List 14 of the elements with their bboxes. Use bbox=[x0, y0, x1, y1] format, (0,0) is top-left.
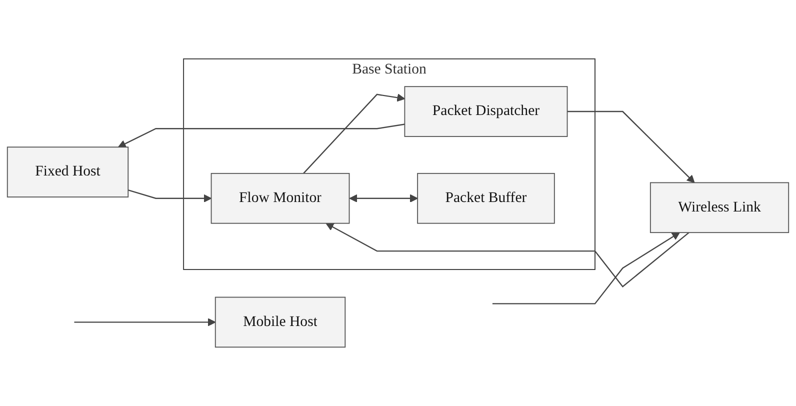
arrow bbox=[118, 124, 405, 148]
arrow bbox=[128, 190, 212, 202]
arrow bbox=[74, 318, 216, 326]
node-box: Mobile Host bbox=[214, 296, 346, 348]
node-box: Wireless Link bbox=[650, 182, 790, 234]
arrow bbox=[326, 222, 690, 288]
arrow bbox=[349, 194, 418, 202]
arrow bbox=[492, 232, 680, 304]
arrow bbox=[567, 110, 695, 184]
arrow bbox=[303, 94, 406, 174]
node-box: Fixed Host bbox=[6, 146, 129, 198]
node-box: Packet Buffer bbox=[417, 172, 555, 224]
node-box: Flow Monitor bbox=[210, 172, 350, 224]
node-box: Packet Dispatcher bbox=[404, 86, 568, 137]
